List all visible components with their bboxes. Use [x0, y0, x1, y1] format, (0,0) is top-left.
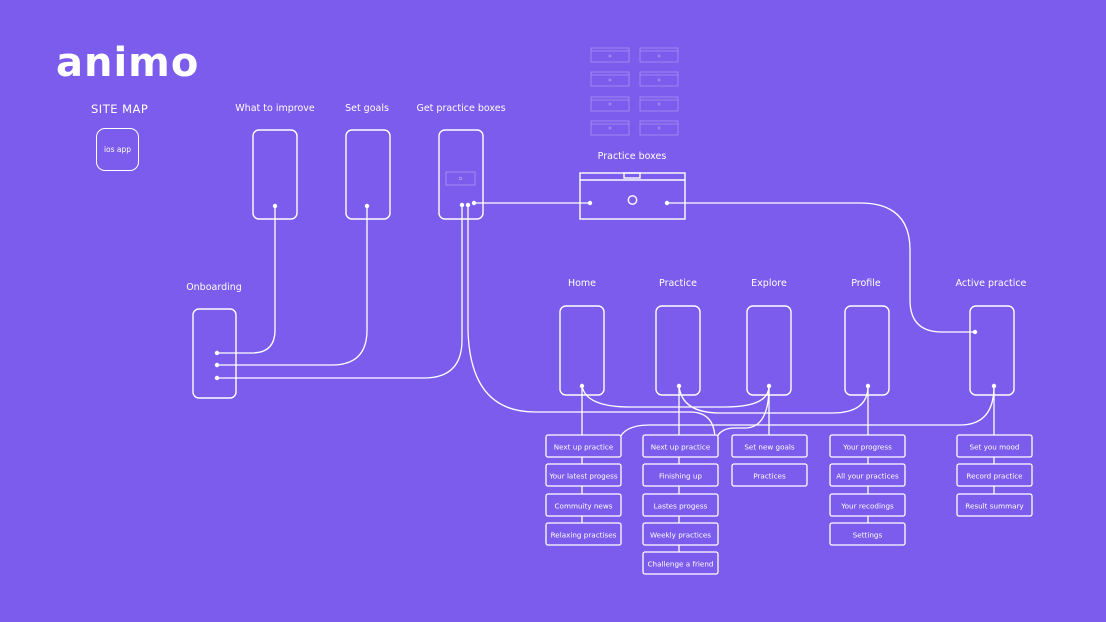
sub-screen-box — [545, 463, 622, 487]
label-set-goals: Set goals — [345, 103, 389, 114]
sub-screen-label: Set new goals — [744, 443, 795, 452]
sub-screen-box — [642, 493, 719, 517]
sub-screen-box — [545, 522, 622, 546]
cross-active-home — [617, 385, 995, 448]
phone-get-practice-boxes — [438, 129, 484, 220]
label-home: Home — [568, 278, 596, 289]
practice-boxes-graphic — [579, 172, 686, 220]
sub-screen-label: Your recodings — [840, 502, 894, 511]
cross-explore-profile — [678, 385, 869, 414]
sub-screen-label: Result summary — [965, 502, 1024, 511]
phone-set-goals — [345, 129, 391, 220]
sub-screen-label: Challenge a friend — [648, 560, 714, 569]
sub-screen-label: Commuity news — [555, 502, 613, 511]
box-stack-graphic — [590, 47, 679, 136]
sub-screen-box — [642, 551, 719, 575]
label-practice-boxes: Practice boxes — [598, 151, 667, 162]
sub-screen-label: All your practices — [836, 472, 899, 481]
label-what-to-improve: What to improve — [235, 103, 315, 114]
sub-screen-label: Finishing up — [659, 472, 702, 481]
connector-active — [667, 202, 975, 333]
phone-explore — [746, 305, 792, 396]
label-onboarding: Onboarding — [186, 282, 242, 293]
connector-get-boxes — [217, 206, 463, 379]
site-map-title: SITE MAP — [91, 102, 149, 116]
label-practice: Practice — [659, 278, 697, 289]
phone-practice — [655, 305, 701, 396]
animo-logo: animo — [56, 40, 200, 86]
sub-screen-label: Your latest progess — [548, 472, 618, 481]
label-profile: Profile — [851, 278, 881, 289]
label-explore: Explore — [751, 278, 787, 289]
phone-home — [559, 305, 605, 396]
sub-screen-label: Relaxing practises — [551, 531, 617, 540]
sub-screen-label: Your progress — [842, 443, 892, 452]
sub-screen-box — [642, 463, 719, 487]
sub-screen-label: Weekly practices — [650, 531, 711, 540]
sub-screen-label: Next up practice — [651, 443, 711, 452]
sub-screen-box — [731, 463, 808, 487]
phone-box-preview — [445, 171, 476, 186]
sub-screen-label: Settings — [853, 531, 883, 540]
sub-screen-box — [829, 493, 906, 517]
sub-screen-box — [545, 434, 622, 458]
sub-screen-box — [642, 434, 719, 458]
sub-screen-box — [829, 434, 906, 458]
sub-screen-box — [829, 463, 906, 487]
sub-screen-box — [731, 434, 808, 458]
connector-set-goals — [217, 206, 368, 366]
sub-screen-label: Set you mood — [970, 443, 1020, 452]
phone-active-practice — [969, 305, 1015, 396]
ios-app-legend-node: ios app — [96, 128, 139, 171]
sub-screen-label: Record practice — [966, 472, 1023, 481]
label-active-practice: Active practice — [956, 278, 1027, 289]
ios-app-label: ios app — [103, 145, 132, 154]
phone-onboarding — [192, 308, 237, 399]
phone-what-to-improve — [252, 129, 298, 220]
phone-profile — [844, 305, 890, 396]
sub-screen-label: Practices — [753, 472, 786, 481]
sub-screen-box — [956, 463, 1033, 487]
sub-screen-label: Next up practice — [554, 443, 614, 452]
sub-screen-box — [956, 434, 1033, 458]
sub-screen-box — [956, 493, 1033, 517]
cross-home-explore — [581, 385, 770, 408]
sub-screen-label: Lastes progess — [654, 502, 708, 511]
connector-loop — [467, 206, 716, 447]
label-get-practice-boxes: Get practice boxes — [416, 103, 505, 114]
connector-what-to-improve — [217, 206, 276, 354]
sub-screen-box — [642, 522, 719, 546]
sub-screen-box — [545, 493, 622, 517]
sub-screen-box — [829, 522, 906, 546]
